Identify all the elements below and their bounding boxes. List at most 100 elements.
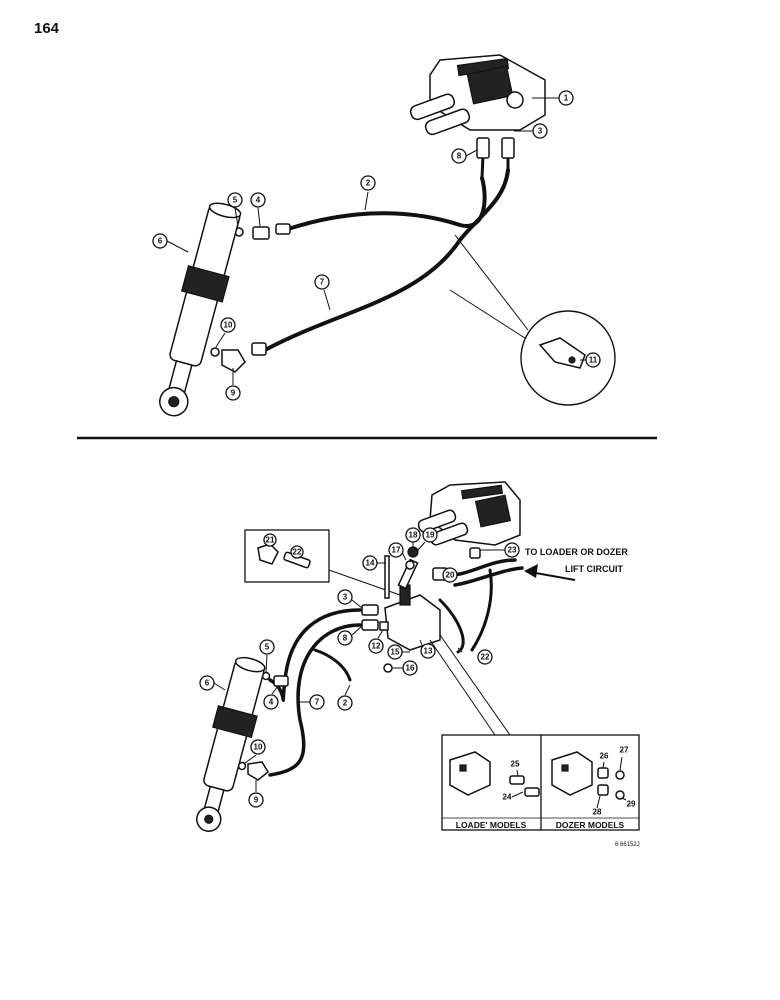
svg-text:8: 8 bbox=[457, 152, 462, 161]
callout-top-2: 2 bbox=[360, 175, 376, 211]
callout-bottom-20: 20 bbox=[442, 567, 458, 583]
callout-bottom-2: 2 bbox=[337, 684, 353, 711]
callout-top-3: 3 bbox=[514, 123, 548, 139]
top-hose-end-7 bbox=[251, 342, 267, 356]
svg-text:22: 22 bbox=[481, 653, 490, 662]
callout-bottom-21: 21 bbox=[263, 533, 277, 547]
bottom-fitting-8 bbox=[361, 619, 379, 631]
svg-text:22: 22 bbox=[293, 548, 302, 557]
svg-text:18: 18 bbox=[409, 531, 418, 540]
svg-text:12: 12 bbox=[372, 642, 381, 651]
callout-bottom-13: 13 bbox=[419, 639, 436, 659]
callout-bottom-6: 6 bbox=[199, 675, 226, 691]
callout-top-10: 10 bbox=[215, 317, 236, 348]
svg-text:26: 26 bbox=[600, 752, 609, 761]
svg-text:5: 5 bbox=[265, 643, 270, 652]
callout-bottom-10: 10 bbox=[244, 739, 266, 764]
svg-text:9: 9 bbox=[231, 389, 236, 398]
callout-bottom-29: 29 bbox=[621, 797, 636, 809]
callout-bottom-19: 19 bbox=[417, 527, 438, 551]
svg-text:21: 21 bbox=[266, 536, 275, 545]
callout-bottom-28: 28 bbox=[593, 795, 602, 817]
svg-text:10: 10 bbox=[254, 743, 263, 752]
callout-bottom-27: 27 bbox=[619, 746, 629, 771]
model-inset: LOADE' MODELS DOZER MODELS bbox=[429, 634, 640, 831]
svg-text:20: 20 bbox=[446, 571, 455, 580]
page-number: 164 bbox=[34, 20, 60, 37]
svg-text:13: 13 bbox=[424, 647, 433, 656]
callout-top-6: 6 bbox=[152, 233, 189, 253]
callout-bottom-4: 4 bbox=[263, 685, 279, 710]
top-tee-fitting bbox=[221, 349, 246, 373]
svg-text:9: 9 bbox=[254, 796, 259, 805]
callout-bottom-22b: 22 bbox=[457, 647, 493, 665]
callout-bottom-7: 7 bbox=[298, 694, 325, 710]
callout-bottom-25: 25 bbox=[511, 760, 520, 777]
top-o-ring-10 bbox=[210, 347, 220, 357]
callout-top-8: 8 bbox=[451, 148, 478, 164]
hose-clamp-inset bbox=[449, 234, 616, 406]
callout-bottom-18: 18 bbox=[405, 527, 421, 547]
dozer-models-label: DOZER MODELS bbox=[556, 820, 625, 830]
svg-text:15: 15 bbox=[391, 648, 400, 657]
top-control-valve bbox=[409, 54, 546, 136]
callout-bottom-9: 9 bbox=[248, 780, 264, 808]
top-hose-end-2 bbox=[275, 223, 291, 235]
bottom-control-valve bbox=[417, 481, 521, 546]
svg-text:6: 6 bbox=[205, 679, 210, 688]
bottom-fitting-3 bbox=[361, 604, 379, 616]
figure-code: 6 66152J bbox=[615, 842, 640, 848]
callout-bottom-12: 12 bbox=[368, 629, 384, 654]
callout-bottom-22a: 22 bbox=[290, 545, 304, 559]
svg-text:25: 25 bbox=[511, 760, 520, 769]
svg-text:2: 2 bbox=[366, 179, 371, 188]
bottom-tee-fitting-9 bbox=[247, 761, 269, 781]
svg-text:6: 6 bbox=[158, 237, 163, 246]
callout-bottom-15: 15 bbox=[387, 644, 410, 660]
top-valve-fitting-3 bbox=[501, 137, 515, 159]
callout-top-7: 7 bbox=[314, 274, 331, 311]
svg-text:10: 10 bbox=[224, 321, 233, 330]
callout-top-1: 1 bbox=[532, 90, 574, 106]
callout-bottom-5: 5 bbox=[259, 639, 275, 673]
svg-text:4: 4 bbox=[269, 698, 274, 707]
svg-text:28: 28 bbox=[593, 808, 602, 817]
loader-models-label: LOADE' MODELS bbox=[456, 820, 527, 830]
svg-text:27: 27 bbox=[620, 746, 629, 755]
top-lift-cylinder bbox=[159, 202, 242, 417]
callout-bottom-14: 14 bbox=[362, 555, 386, 571]
bottom-fitting-12 bbox=[379, 621, 389, 631]
lift-circuit-note-line1: TO LOADER OR DOZER bbox=[525, 547, 628, 557]
callout-top-4: 4 bbox=[250, 192, 266, 227]
svg-text:16: 16 bbox=[406, 664, 415, 673]
callout-bottom-3: 3 bbox=[337, 589, 363, 609]
top-hoses bbox=[263, 148, 510, 352]
callout-top-9: 9 bbox=[225, 368, 241, 401]
callout-bottom-16: 16 bbox=[392, 660, 418, 676]
callout-bottom-17: 17 bbox=[388, 542, 407, 561]
svg-text:24: 24 bbox=[503, 793, 512, 802]
svg-text:17: 17 bbox=[392, 546, 401, 555]
bottom-elbow-4 bbox=[273, 675, 289, 687]
svg-text:19: 19 bbox=[426, 531, 435, 540]
callout-top-5: 5 bbox=[227, 192, 243, 227]
svg-text:4: 4 bbox=[256, 196, 261, 205]
svg-text:2: 2 bbox=[343, 699, 348, 708]
svg-text:1: 1 bbox=[564, 94, 569, 103]
callout-top-11: 11 bbox=[580, 352, 601, 368]
callout-bottom-26: 26 bbox=[600, 752, 609, 769]
svg-text:5: 5 bbox=[233, 196, 238, 205]
lift-circuit-note-line2: LIFT CIRCUIT bbox=[565, 564, 623, 574]
callout-bottom-23: 23 bbox=[480, 542, 520, 558]
top-elbow-fitting bbox=[252, 226, 270, 240]
lift-circuit-arrow bbox=[524, 564, 576, 581]
svg-text:3: 3 bbox=[538, 127, 543, 136]
svg-text:29: 29 bbox=[627, 800, 636, 809]
svg-text:23: 23 bbox=[508, 546, 517, 555]
svg-text:3: 3 bbox=[343, 593, 348, 602]
svg-text:7: 7 bbox=[315, 698, 320, 707]
callout-bottom-24: 24 bbox=[503, 791, 524, 802]
bottom-lift-cylinder bbox=[196, 656, 266, 832]
bottom-fitting-23 bbox=[469, 547, 481, 559]
callout-bottom-8: 8 bbox=[337, 625, 363, 646]
